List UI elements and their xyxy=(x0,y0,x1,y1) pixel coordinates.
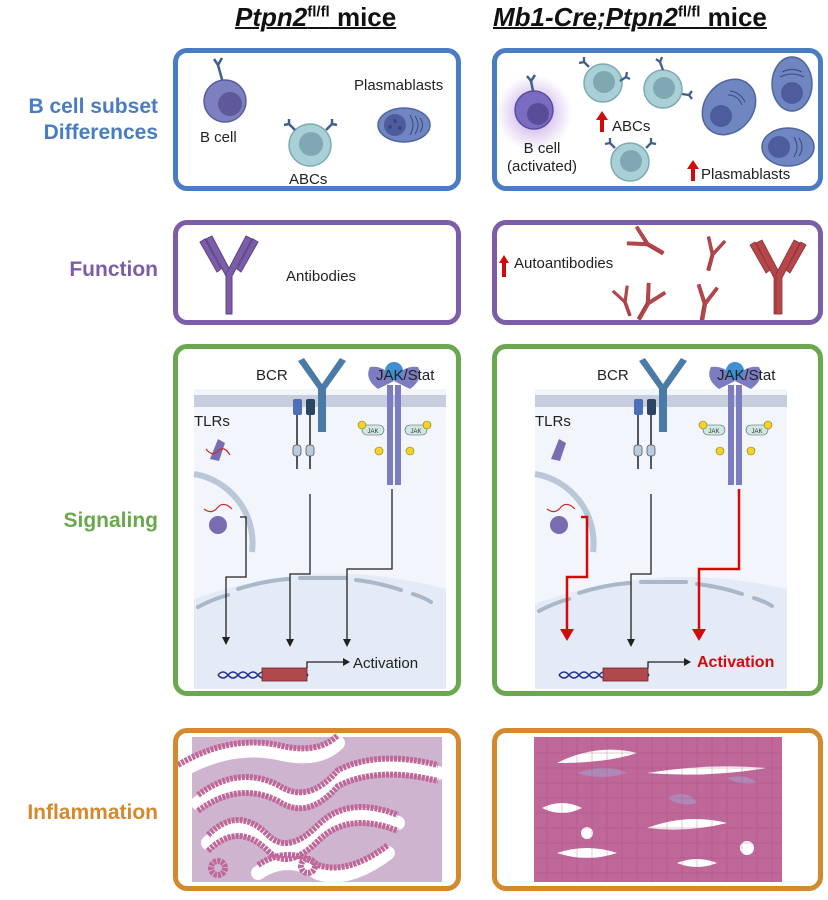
label-tlrs: TLRs xyxy=(194,413,230,430)
label-tlrs: TLRs xyxy=(535,413,571,430)
jak-label: JAK xyxy=(708,429,719,435)
autoantibody-icon xyxy=(611,285,632,317)
signaling-knockout-diagram: JAK JAK xyxy=(534,358,787,689)
subset-knockout-illustration xyxy=(497,56,815,182)
abc-cell-icon xyxy=(283,119,338,167)
row-label-line: B cell subset xyxy=(28,95,158,118)
panel-subset-control: B cell ABCs Plasmablasts xyxy=(173,48,461,191)
cell-pattern xyxy=(534,737,782,882)
row-label-function: Function xyxy=(69,258,158,281)
autoantibody-icon xyxy=(749,239,807,315)
signaling-paths xyxy=(225,489,393,639)
autoantibodies-illustration xyxy=(499,225,807,320)
jak-stat-receptor: JAK JAK xyxy=(698,362,773,485)
mice-suffix: mice xyxy=(329,2,397,32)
up-arrow-icon xyxy=(499,255,509,277)
bcr-receptor xyxy=(292,358,346,469)
column-title-knockout: Mb1-Cre;Ptpn2fl/fl mice xyxy=(493,2,767,33)
label-bcr: BCR xyxy=(256,367,288,384)
column-title-control: Ptpn2fl/fl mice xyxy=(235,2,396,33)
dna-gene xyxy=(558,658,691,682)
panel-signaling-knockout: JAK JAK BCR JAK/Stat TLRs Activation xyxy=(492,344,823,696)
label-jak-stat: JAK/Stat xyxy=(717,367,776,384)
autoantibody-icon xyxy=(696,283,719,320)
label-activation-increased: Activation xyxy=(697,654,775,671)
label-antibodies: Antibodies xyxy=(286,268,357,285)
panel-inflammation-knockout xyxy=(492,728,823,891)
genotype-superscript: fl/fl xyxy=(307,3,330,21)
label-bcr: BCR xyxy=(597,367,629,384)
label-plasmablasts: Plasmablasts xyxy=(701,166,791,183)
panel-signaling-control: JAK JAK BCR JAK/Stat TLRs Activation xyxy=(173,344,461,696)
label-abcs: ABCs xyxy=(612,118,651,135)
autoantibody-icon xyxy=(636,282,667,320)
panel-function-control: Antibodies xyxy=(173,220,461,325)
tlr-endosome xyxy=(534,439,597,553)
row-label-line: Differences xyxy=(43,121,158,145)
antibody-icon xyxy=(199,235,259,315)
plasmablast-icon xyxy=(377,107,431,143)
label-plasmablasts: Plasmablasts xyxy=(354,77,444,94)
activated-b-cell-icon xyxy=(497,74,572,151)
normal-tissue-histology xyxy=(178,733,445,883)
dna-gene xyxy=(217,658,350,682)
label-activation: Activation xyxy=(353,655,419,672)
jak-label: JAK xyxy=(367,429,378,435)
autoantibody-icon xyxy=(626,225,665,256)
label-line: B cell xyxy=(523,140,561,157)
red-arrowhead xyxy=(560,629,574,641)
plasmablast-icon xyxy=(771,56,813,112)
panel-subset-knockout: B cell (activated) ABCs Plasmablasts xyxy=(492,48,823,191)
signaling-control-diagram: JAK JAK xyxy=(193,358,446,689)
row-label-inflammation: Inflammation xyxy=(27,801,158,824)
label-line: (activated) xyxy=(507,158,578,175)
up-arrow-icon xyxy=(687,160,699,181)
abc-cell-icon xyxy=(578,57,631,103)
row-label-subset: B cell subset Differences xyxy=(28,94,158,147)
label-abcs: ABCs xyxy=(289,171,328,188)
row-label-signaling: Signaling xyxy=(63,509,159,532)
panel-inflammation-control xyxy=(173,728,461,891)
plasmablast-icon xyxy=(761,127,815,167)
label-autoantibodies: Autoantibodies xyxy=(514,255,614,272)
gene-name: Ptpn2 xyxy=(235,2,308,32)
bcr-receptor xyxy=(633,358,687,469)
autoantibody-icon xyxy=(706,236,727,272)
jak-label: JAK xyxy=(751,429,762,435)
jak-label: JAK xyxy=(410,429,421,435)
inflamed-tissue-histology xyxy=(534,737,782,882)
plasmablast-icon xyxy=(701,78,757,136)
abc-cell-icon xyxy=(643,56,693,109)
abc-cell-icon xyxy=(604,138,657,182)
red-arrowhead xyxy=(692,629,706,641)
b-cell-icon xyxy=(203,57,247,123)
tlr-endosome xyxy=(193,439,256,553)
label-b-cell-activated: B cell (activated) xyxy=(507,140,577,176)
label-jak-stat: JAK/Stat xyxy=(376,367,435,384)
signaling-paths xyxy=(565,489,741,639)
nuclear-envelope xyxy=(537,580,774,613)
up-arrow-icon xyxy=(596,111,608,132)
label-b-cell: B cell xyxy=(200,129,237,146)
subset-control-illustration xyxy=(203,57,431,167)
panel-function-knockout: Autoantibodies xyxy=(492,220,823,325)
jak-stat-receptor: JAK JAK xyxy=(357,362,432,485)
genotype-superscript: fl/fl xyxy=(677,3,701,21)
mice-suffix: mice xyxy=(700,2,767,32)
gene-name: Mb1-Cre;Ptpn2 xyxy=(493,2,678,32)
